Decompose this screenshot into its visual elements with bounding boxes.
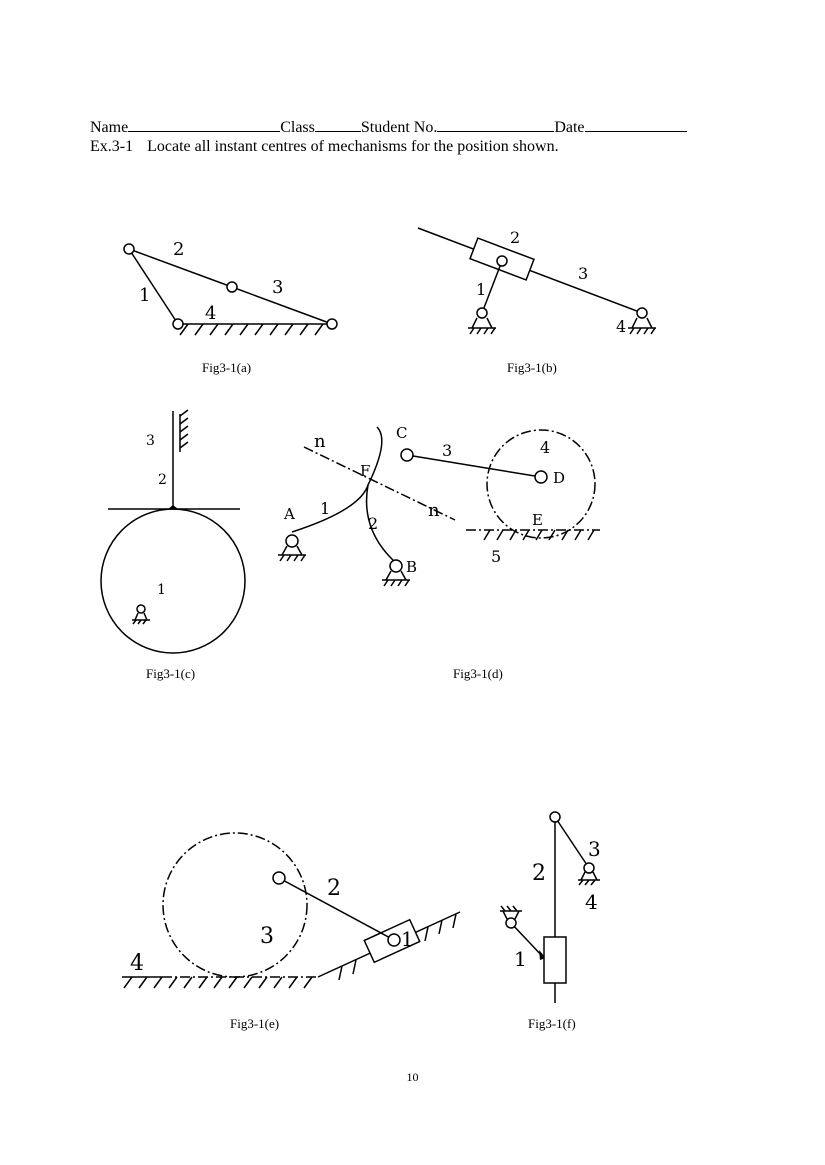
fig-d-label-3: 3 — [442, 441, 452, 460]
fig-f-label-3: 3 — [588, 837, 601, 861]
fig-b-label-4: 4 — [616, 317, 626, 336]
exercise-instruction: Locate all instant centres of mechanisms… — [147, 138, 559, 155]
page-number: 10 — [406, 1070, 419, 1084]
fig-d-label-5: 5 — [491, 547, 501, 566]
figure-c: 3 2 1 Fig3-1(c) — [100, 409, 246, 681]
fig-d-point-c: C — [396, 424, 407, 442]
name-blank[interactable] — [128, 116, 281, 132]
date-blank[interactable] — [584, 116, 687, 132]
fig-d-point-a: A — [283, 505, 295, 523]
fig-d-point-d: D — [553, 469, 565, 487]
fig-a-label-3: 3 — [272, 277, 283, 298]
fig-d-caption: Fig3-1(d) — [453, 666, 503, 681]
header-line: Name Class Student No. Date — [90, 116, 687, 138]
fig-b-label-2: 2 — [510, 228, 520, 247]
name-label: Name — [90, 119, 129, 136]
fig-c-label-3: 3 — [146, 433, 155, 449]
student-no-blank[interactable] — [437, 116, 555, 132]
fig-e-label-2: 2 — [327, 876, 341, 901]
figure-b: 2 1 3 4 Fig3-1(b) — [417, 227, 656, 375]
fig-b-label-3: 3 — [578, 264, 588, 283]
fig-d-label-4: 4 — [540, 438, 550, 457]
fig-f-caption: Fig3-1(f) — [528, 1016, 576, 1031]
fig-b-label-1: 1 — [476, 280, 486, 299]
fig-a-label-2: 2 — [173, 239, 184, 260]
fig-c-caption: Fig3-1(c) — [146, 666, 195, 681]
fig-e-label-4: 4 — [130, 951, 144, 976]
fig-e-label-3: 3 — [260, 924, 274, 949]
figure-e: 2 3 4 1 Fig3-1(e) — [122, 832, 461, 1031]
figure-f: 2 3 4 1 Fig3-1(f) — [500, 811, 601, 1031]
class-blank[interactable] — [314, 116, 361, 132]
exercise-line: Ex.3-1 Locate all instant centres of mech… — [90, 138, 559, 156]
exercise-number: Ex.3-1 — [90, 138, 134, 155]
figure-d: n n F C D E A B 1 2 3 4 5 Fig3-1(d) — [278, 424, 600, 681]
fig-e-caption: Fig3-1(e) — [230, 1016, 279, 1031]
fig-d-point-b: B — [406, 558, 417, 576]
fig-a-label-4: 4 — [205, 303, 216, 324]
fig-c-label-1: 1 — [157, 582, 166, 598]
fig-d-label-2: 2 — [368, 514, 378, 533]
fig-d-normal-n1: n — [314, 431, 326, 452]
fig-d-label-1: 1 — [320, 499, 330, 518]
fig-b-caption: Fig3-1(b) — [507, 360, 557, 375]
date-label: Date — [554, 119, 585, 136]
student-no-label: Student No. — [360, 119, 438, 136]
fig-f-label-2: 2 — [532, 861, 546, 886]
fig-d-normal-n2: n — [428, 500, 440, 521]
figure-a: 1 2 3 4 Fig3-1(a) — [123, 239, 338, 375]
fig-f-label-1: 1 — [514, 947, 527, 971]
class-label: Class — [280, 119, 315, 136]
fig-f-label-4: 4 — [585, 890, 598, 914]
fig-a-caption: Fig3-1(a) — [202, 360, 251, 375]
fig-c-label-2: 2 — [158, 472, 167, 488]
fig-a-label-1: 1 — [139, 285, 150, 306]
fig-e-label-1: 1 — [401, 927, 414, 951]
fig-d-point-e: E — [532, 511, 543, 529]
fig-d-point-f: F — [360, 462, 370, 480]
